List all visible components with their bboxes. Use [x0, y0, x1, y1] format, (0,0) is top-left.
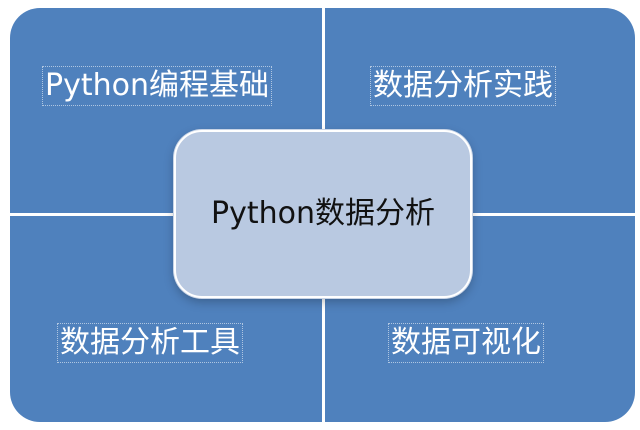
- center-box: Python数据分析: [174, 130, 472, 298]
- quadrant-top-right-label: 数据分析实践: [370, 66, 556, 106]
- quadrant-bottom-left-label: 数据分析工具: [57, 323, 243, 363]
- quadrant-top-left-label: Python编程基础: [42, 66, 272, 106]
- quadrant-bottom-right-label: 数据可视化: [388, 323, 544, 363]
- center-label: Python数据分析: [211, 196, 435, 231]
